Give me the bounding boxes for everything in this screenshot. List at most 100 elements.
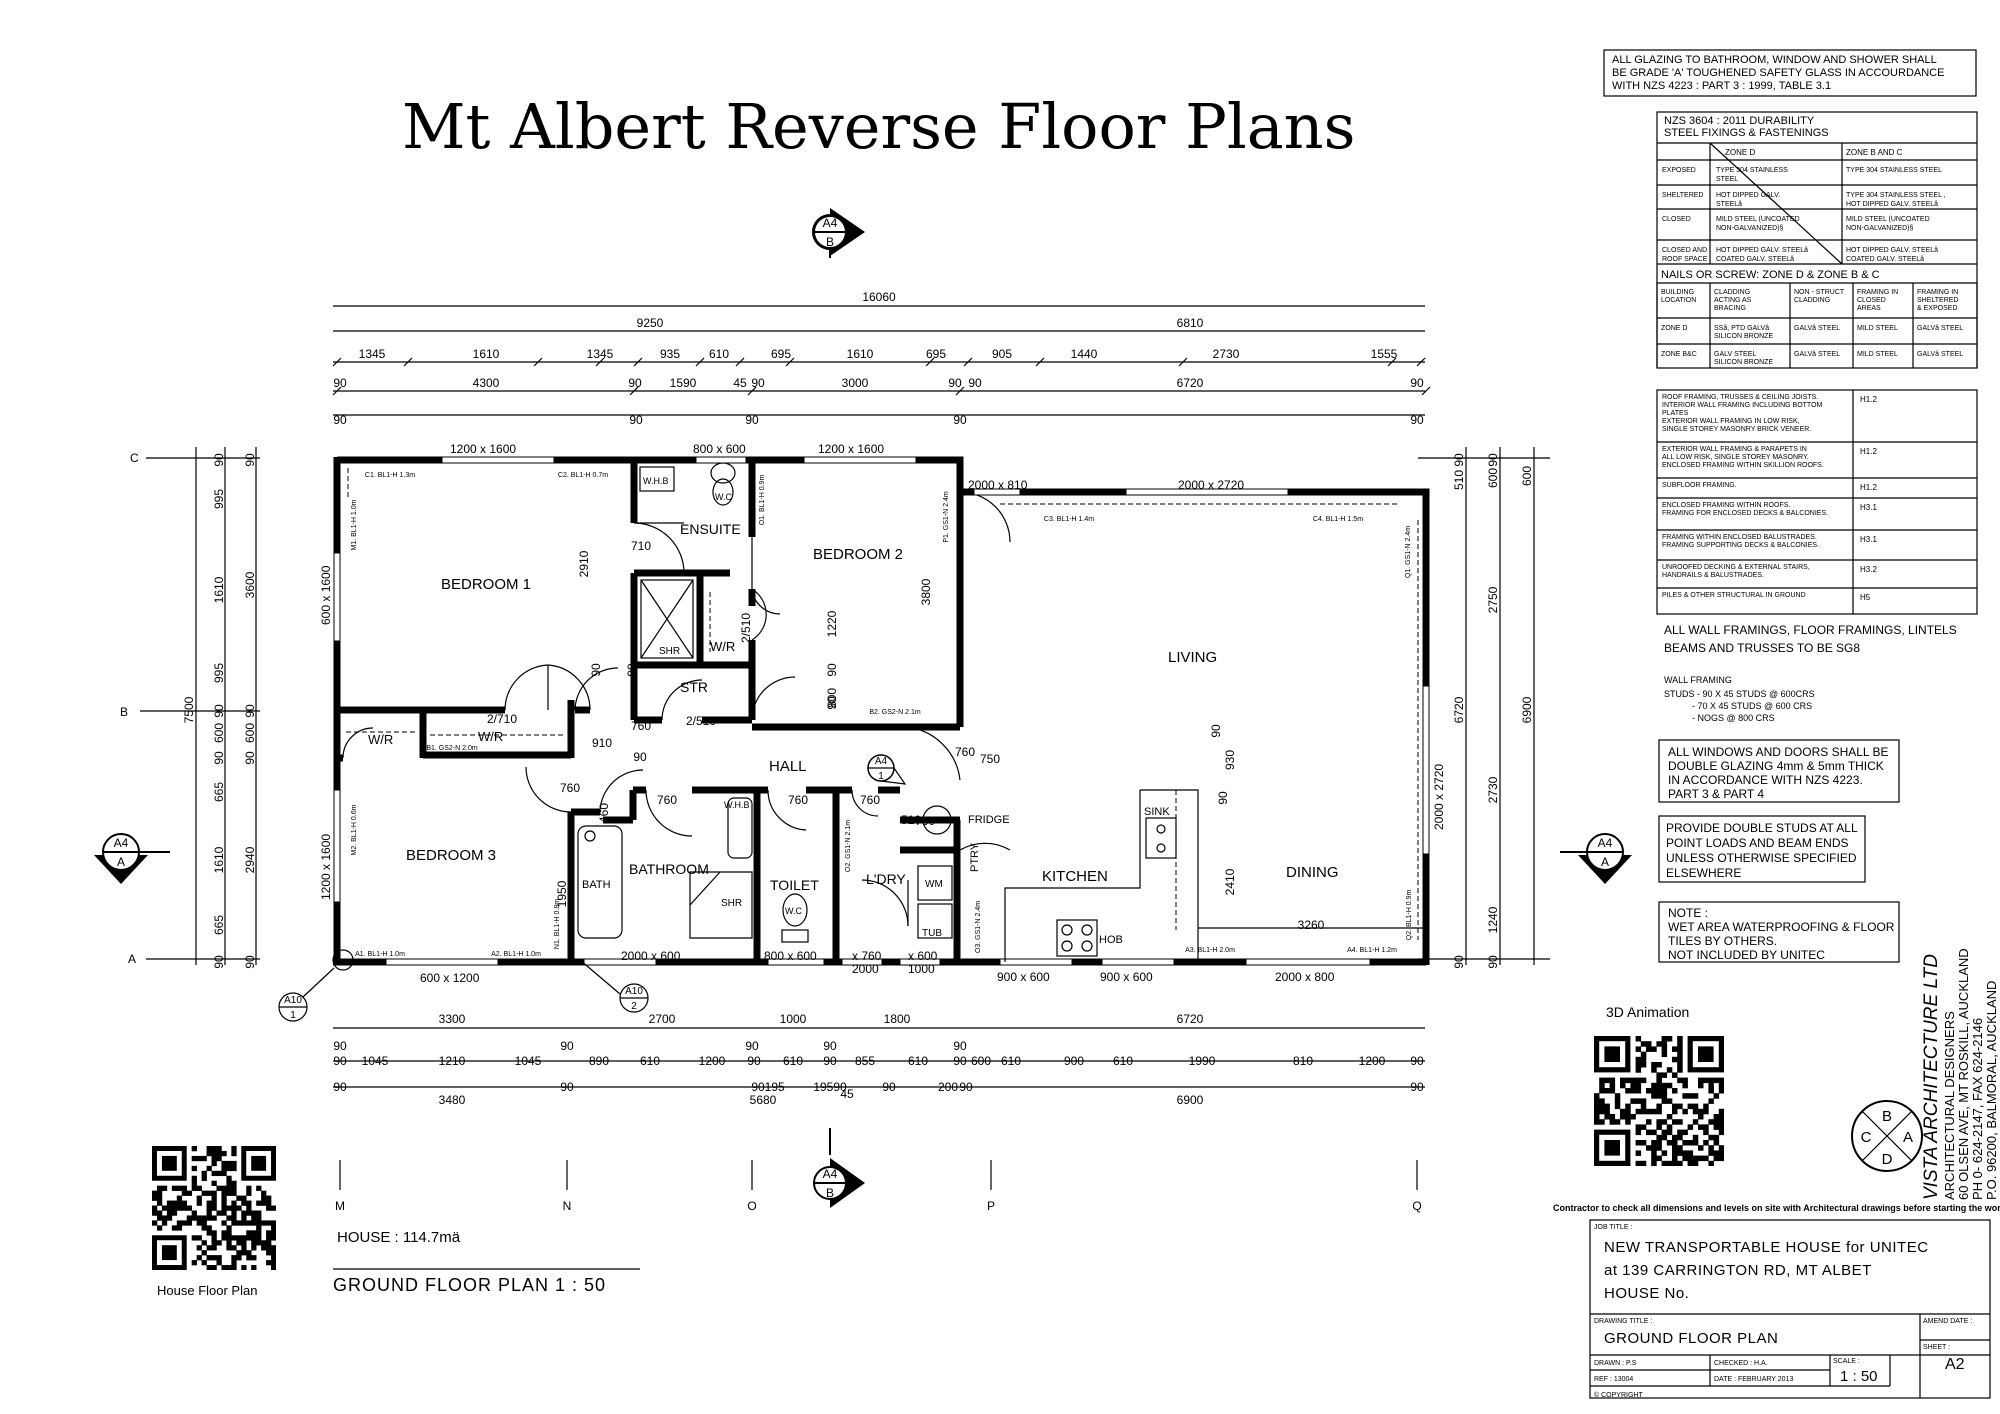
- nails-cell: SSâ, PTD GALVâ: [1714, 325, 1769, 332]
- dim-bottom-r2-value: 1990: [1189, 1054, 1216, 1068]
- tb-date: DATE : FEBRUARY 2013: [1714, 1376, 1793, 1383]
- firm-line-3: PH 0- 624-2147, FAX 624-2146: [1970, 1018, 1985, 1200]
- treatment-grade: H1.2: [1860, 395, 1877, 404]
- room-bedroom2: BEDROOM 2: [813, 546, 903, 563]
- dim-bottom-r3-value: 90: [333, 1080, 347, 1094]
- dim-top-r3-value: 1610: [847, 347, 874, 361]
- nails-col-header: BUILDING: [1661, 289, 1694, 296]
- firm-name: VISTA ARCHITECTURE LTD: [1921, 954, 1942, 1200]
- nails-col-header: FRAMING IN: [1917, 289, 1958, 296]
- dim-right-value: 90: [1452, 955, 1466, 969]
- bracing-label: Q1. GS1-N 2.4m: [1405, 526, 1412, 578]
- section-marker-left: A4 A: [94, 833, 170, 884]
- dim-bottom-r2-value: 90: [747, 1054, 761, 1068]
- windows-line-2: DOUBLE GLAZING 4mm & 5mm THICK: [1668, 759, 1884, 773]
- dim-right-value: 6720: [1452, 696, 1466, 723]
- windows: [333, 456, 1430, 966]
- win-17: 900 x 600: [1100, 970, 1153, 984]
- nails-cell: GALVâ STEEL: [1794, 351, 1840, 358]
- dur-row-zone-d: STEEL: [1716, 176, 1738, 183]
- dim-top-r5-value: 90: [1410, 413, 1424, 427]
- grid-letter-q: Q: [1412, 1199, 1421, 1213]
- marker-left-id: A: [117, 855, 125, 869]
- dur-heading-2: STEEL FIXINGS & FASTENINGS: [1664, 127, 1829, 139]
- interior-dim: 2910: [577, 550, 591, 577]
- bracing-label: Q2. BL1-H 0.9m: [1406, 890, 1413, 941]
- dim-bottom-r2-value: 610: [1001, 1054, 1021, 1068]
- dur-row-zone-d: MILD STEEL (UNCOATED: [1716, 216, 1800, 223]
- room-bathroom: BATHROOM: [629, 861, 709, 877]
- treatment-desc: SINGLE STOREY MASONRY BRICK VENEER.: [1662, 426, 1811, 433]
- dim-bottom-r3-value: 90: [882, 1080, 896, 1094]
- nails-col-header: BRACING: [1714, 305, 1746, 312]
- window-labels: 1200 x 1600 800 x 600 1200 x 1600 2000 x…: [319, 442, 1446, 985]
- room-bedroom1: BEDROOM 1: [441, 576, 531, 593]
- dim-top-r3-value: 695: [771, 347, 791, 361]
- tb-ref: REF : 13004: [1594, 1376, 1633, 1383]
- win-16: 900 x 600: [997, 970, 1050, 984]
- dim-left-c1-value: 90: [212, 751, 226, 765]
- dur-row-label: ROOF SPACE: [1662, 256, 1708, 263]
- dim-bottom-r2-value: 900: [1064, 1054, 1084, 1068]
- section-marker-internal: A4 1: [867, 754, 907, 785]
- dim-bottom-r1-value: 3300: [439, 1012, 466, 1026]
- dur-row-zone-d: TYPE 304 STAINLESS: [1716, 167, 1788, 174]
- dim-top-r5-value: 90: [629, 413, 643, 427]
- dim-top-r2-b: 6810: [1177, 316, 1204, 330]
- dim-top-r3-value: 935: [660, 347, 680, 361]
- dim-top-r3-value: 2730: [1213, 347, 1240, 361]
- bracing-label: A4. BL1-H 1.2m: [1347, 947, 1397, 954]
- studs-line-4: ELSEWHERE: [1666, 866, 1741, 880]
- dim-left-c1-value: 90: [212, 955, 226, 969]
- interior-dim: 2/510: [686, 714, 716, 728]
- nails-col-header: CLOSED: [1857, 297, 1886, 304]
- dur-row-label: SHELTERED: [1662, 192, 1704, 199]
- marker-bottom-sheet: A4: [823, 1167, 838, 1181]
- dim-bottom-r2-value: 90: [953, 1054, 967, 1068]
- treatment-desc: PLATES: [1662, 410, 1689, 417]
- win-18: 2000 x 800: [1275, 970, 1335, 984]
- framing-note: ALL WALL FRAMINGS, FLOOR FRAMINGS, LINTE…: [1664, 623, 1957, 723]
- treatment-desc: EXTERIOR WALL FRAMING & PARAPETS IN: [1662, 446, 1807, 453]
- dim-top-r5-value: 90: [953, 413, 967, 427]
- label-bath: BATH: [582, 879, 611, 891]
- label-whb-bathroom: W.H.B: [724, 800, 750, 810]
- label-shr-bathroom: SHR: [721, 898, 742, 909]
- qr-code-floor-plan-icon[interactable]: [152, 1146, 276, 1270]
- treatment-grade: H5: [1860, 593, 1871, 602]
- grid-letter-p: P: [987, 1199, 995, 1213]
- dur-row-zone-bc: MILD STEEL (UNCOATED: [1846, 216, 1930, 223]
- dim-bottom-r2-value: 600: [971, 1054, 991, 1068]
- title-block: JOB TITLE : NEW TRANSPORTABLE HOUSE for …: [1589, 1219, 1991, 1399]
- treatment-grade: H1.2: [1860, 483, 1877, 492]
- grid-letter-m: M: [335, 1199, 345, 1213]
- wall-framing-1: STUDS - 90 X 45 STUDS @ 600CRS: [1664, 689, 1815, 699]
- treatment-desc: SUBFLOOR FRAMING.: [1662, 482, 1737, 489]
- win-5: 2000 x 2720: [1178, 478, 1244, 492]
- room-labels: BEDROOM 1 BEDROOM 2 BEDROOM 3 ENSUITE LI…: [368, 476, 1339, 946]
- dim-top-r2-a: 9250: [637, 316, 664, 330]
- label-wc-ensuite: W.C: [715, 492, 732, 502]
- win-11: 800 x 600: [764, 949, 817, 963]
- room-living: LIVING: [1168, 649, 1217, 666]
- glazing-note: ALL GLAZING TO BATHROOM, WINDOW AND SHOW…: [1603, 49, 1977, 97]
- glazing-line-2: BE GRADE 'A' TOUGHENED SAFETY GLASS IN A…: [1612, 67, 1944, 79]
- tb-drawing-label: DRAWING TITLE :: [1594, 1318, 1652, 1325]
- qr-code-3d-animation-icon[interactable]: [1594, 1036, 1724, 1166]
- interior-dim: 90: [1216, 791, 1230, 805]
- interior-dim: 930: [1223, 750, 1237, 770]
- interior-dim: 2/710: [487, 712, 517, 726]
- dim-right-value: 90: [1452, 453, 1466, 467]
- label-hob: HOB: [1099, 934, 1123, 946]
- marker-a10-1-sheet: A10: [284, 995, 302, 1006]
- bracing-label: B1. GS2-N 2.0m: [426, 745, 478, 752]
- marker-a10-1-id: 1: [290, 1010, 296, 1021]
- room-wr2: W/R: [478, 729, 503, 744]
- contractor-note: Contractor to check all dimensions and l…: [1553, 1203, 2000, 1213]
- dim-left-c2-value: 2940: [243, 846, 257, 873]
- nails-cell: ZONE B&C: [1661, 351, 1697, 358]
- nails-col-header: FRAMING IN: [1857, 289, 1898, 296]
